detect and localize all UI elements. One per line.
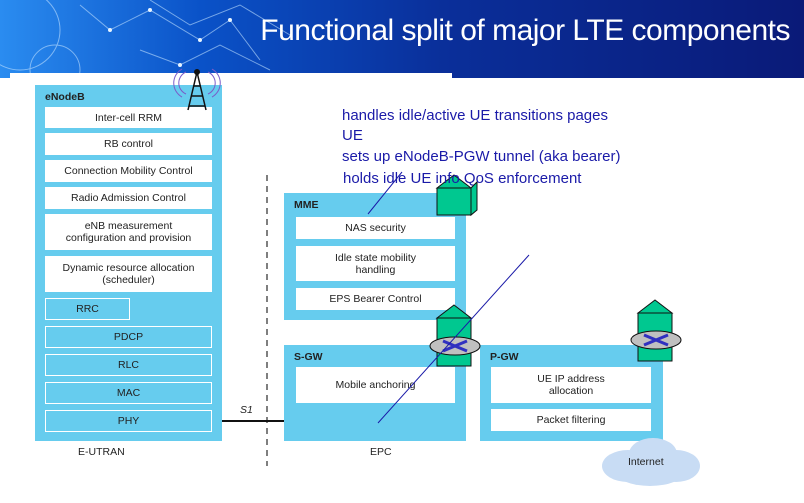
function-dynamic-resource: Dynamic resource allocation (scheduler) <box>45 256 212 292</box>
sgw-router-icon <box>429 304 481 367</box>
internet-cloud-icon <box>602 438 700 486</box>
pgw-router-icon <box>630 299 682 362</box>
function-enb-measurement: eNB measurement configuration and provis… <box>45 214 212 250</box>
function-connection-mobility: Connection Mobility Control <box>45 160 212 182</box>
function-eps-bearer-control: EPS Bearer Control <box>296 288 455 310</box>
function-nas-security: NAS security <box>296 217 455 239</box>
function-radio-admission: Radio Admission Control <box>45 187 212 209</box>
protocol-rlc: RLC <box>45 354 212 376</box>
enodeb-label: eNodeB <box>45 91 85 103</box>
network-decoration-icon <box>0 0 291 78</box>
function-mobile-anchoring: Mobile anchoring <box>296 367 455 403</box>
note-line-4: holds idle UE info QoS enforcement <box>343 170 582 187</box>
slide-title: Functional split of major LTE components <box>260 14 790 47</box>
divider <box>10 73 452 83</box>
internet-label: Internet <box>628 456 664 468</box>
function-packet-filtering: Packet filtering <box>491 409 651 431</box>
note-line-3: sets up eNodeB-PGW tunnel (aka bearer) <box>342 148 621 165</box>
epc-caption: EPC <box>370 446 392 458</box>
function-idle-state-mobility: Idle state mobility handling <box>296 246 455 281</box>
annotation-line <box>367 171 403 215</box>
function-ue-ip-allocation: UE IP address allocation <box>491 367 651 403</box>
note-line-1: handles idle/active UE transitions pages <box>342 107 608 124</box>
antenna-tower-icon <box>173 68 221 111</box>
protocol-mac: MAC <box>45 382 212 404</box>
note-line-2: UE <box>342 127 363 144</box>
s1-label: S1 <box>240 404 253 416</box>
function-rb-control: RB control <box>45 133 212 155</box>
protocol-rrc: RRC <box>45 298 130 320</box>
pgw-label: P-GW <box>490 351 519 363</box>
protocol-pdcp: PDCP <box>45 326 212 348</box>
eutran-caption: E-UTRAN <box>78 446 125 458</box>
annotation-line <box>377 254 530 424</box>
protocol-phy: PHY <box>45 410 212 432</box>
title-banner: Functional split of major LTE components <box>0 0 804 78</box>
mme-server-icon <box>435 174 478 217</box>
sgw-label: S-GW <box>294 351 323 363</box>
mme-label: MME <box>294 199 319 211</box>
function-inter-cell-rrm: Inter-cell RRM <box>45 107 212 128</box>
